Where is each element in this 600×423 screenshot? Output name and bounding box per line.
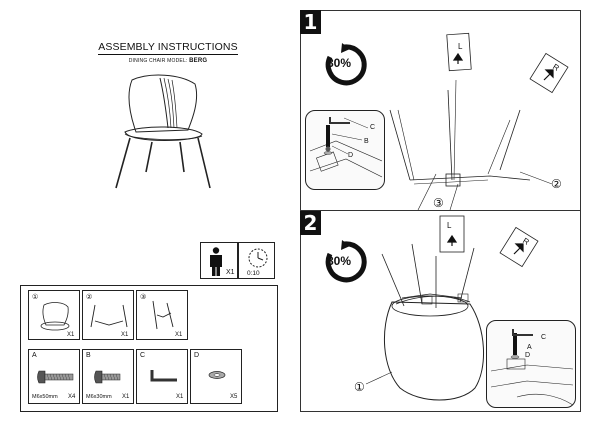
- hardware-id: C: [140, 352, 146, 359]
- short-bolt-icon: [94, 370, 121, 384]
- step-1-tighten-arrow-icon: [325, 43, 367, 86]
- rear-leg-frame-icon: [152, 300, 174, 330]
- title-underline: [98, 54, 238, 55]
- step-1-tightness: 80%: [327, 56, 352, 70]
- part-qty: X1: [67, 332, 75, 338]
- part-qty: X1: [175, 332, 183, 338]
- step-2-tighten-arrow-icon: [325, 240, 367, 283]
- step-2-detail-inset: [486, 320, 576, 408]
- part-card-1: ① X1: [28, 290, 80, 340]
- person-icon: [210, 247, 222, 276]
- hardware-card-b: B M6x30mm X1: [82, 349, 134, 404]
- persons-required-box: X1: [200, 242, 238, 279]
- hardware-card-c: C X1: [136, 349, 188, 404]
- hardware-qty: X1: [176, 394, 184, 400]
- part-id: ①: [32, 294, 39, 301]
- part-id: ③: [140, 294, 147, 301]
- step-1-left-tag-label: L: [458, 42, 463, 51]
- long-bolt-icon: [37, 370, 74, 384]
- hardware-qty: X1: [122, 394, 130, 400]
- step-2-callout-c: C: [541, 334, 547, 341]
- step-2-callout-d: D: [525, 352, 531, 359]
- step-2-seat-assembly-drawing: [381, 243, 484, 401]
- hardware-qty: X4: [68, 394, 76, 400]
- washer-icon: [208, 371, 226, 379]
- step-1-badge: 1: [300, 10, 321, 34]
- subtitle-prefix: DINING CHAIR MODEL:: [128, 58, 190, 64]
- step-2-left-tag-label: L: [447, 221, 452, 230]
- step-1-part-3-callout: ③: [433, 196, 444, 210]
- hardware-id: D: [194, 352, 200, 359]
- time-value: 0:10: [247, 270, 260, 277]
- step-1-callout-b: B: [364, 138, 369, 145]
- step-2-bracket-detail: [490, 329, 574, 406]
- hardware-id: A: [32, 352, 37, 359]
- step-1-part-2-callout: ②: [551, 177, 562, 191]
- model-name: BERG: [189, 58, 208, 64]
- step-2-part-1-leader: [365, 371, 393, 385]
- steps-divider: [300, 210, 581, 211]
- hardware-id: B: [86, 352, 91, 359]
- part-card-3: ③ X1: [136, 290, 188, 340]
- step-2-badge: 2: [300, 211, 321, 235]
- front-leg-frame-icon: [90, 304, 128, 328]
- step-2-left-tag: [439, 215, 465, 253]
- step-1-detail-inset: [305, 110, 385, 190]
- hardware-card-d: D X5: [190, 349, 242, 404]
- part-card-2: ② X1: [82, 290, 134, 340]
- step-1-callout-d: D: [348, 152, 354, 159]
- step-1-callout-leaders: [331, 117, 369, 155]
- step-1-left-tag: [446, 32, 472, 72]
- step-2-tightness: 80%: [327, 254, 352, 268]
- step-2-callout-a: A: [527, 344, 532, 351]
- step-1-bracket-detail: [309, 117, 383, 178]
- allen-key-icon: [150, 370, 177, 382]
- step-1-leg-frame-drawing: [389, 79, 531, 211]
- hardware-card-a: A M6x50mm X4: [28, 349, 80, 404]
- part-qty: X1: [121, 332, 129, 338]
- clock-icon: [248, 248, 268, 268]
- step-1-callout-c: C: [370, 124, 376, 131]
- persons-count: X1: [226, 269, 235, 276]
- step-1-part-2-leader: [519, 171, 553, 185]
- document-subtitle: DINING CHAIR MODEL: BERG: [98, 58, 238, 64]
- hardware-size: M6x30mm: [86, 394, 112, 400]
- chair-illustration: [115, 74, 211, 189]
- step-2-right-tag: [499, 226, 539, 268]
- seat-part-icon: [40, 302, 70, 331]
- step-1-right-tag: [529, 52, 569, 94]
- part-id: ②: [86, 294, 93, 301]
- hardware-qty: X5: [230, 394, 238, 400]
- time-required-box: 0:10: [238, 242, 275, 279]
- document-title: ASSEMBLY INSTRUCTIONS: [98, 41, 238, 53]
- step-2-part-1-callout: ①: [354, 380, 365, 394]
- hardware-size: M6x50mm: [32, 394, 58, 400]
